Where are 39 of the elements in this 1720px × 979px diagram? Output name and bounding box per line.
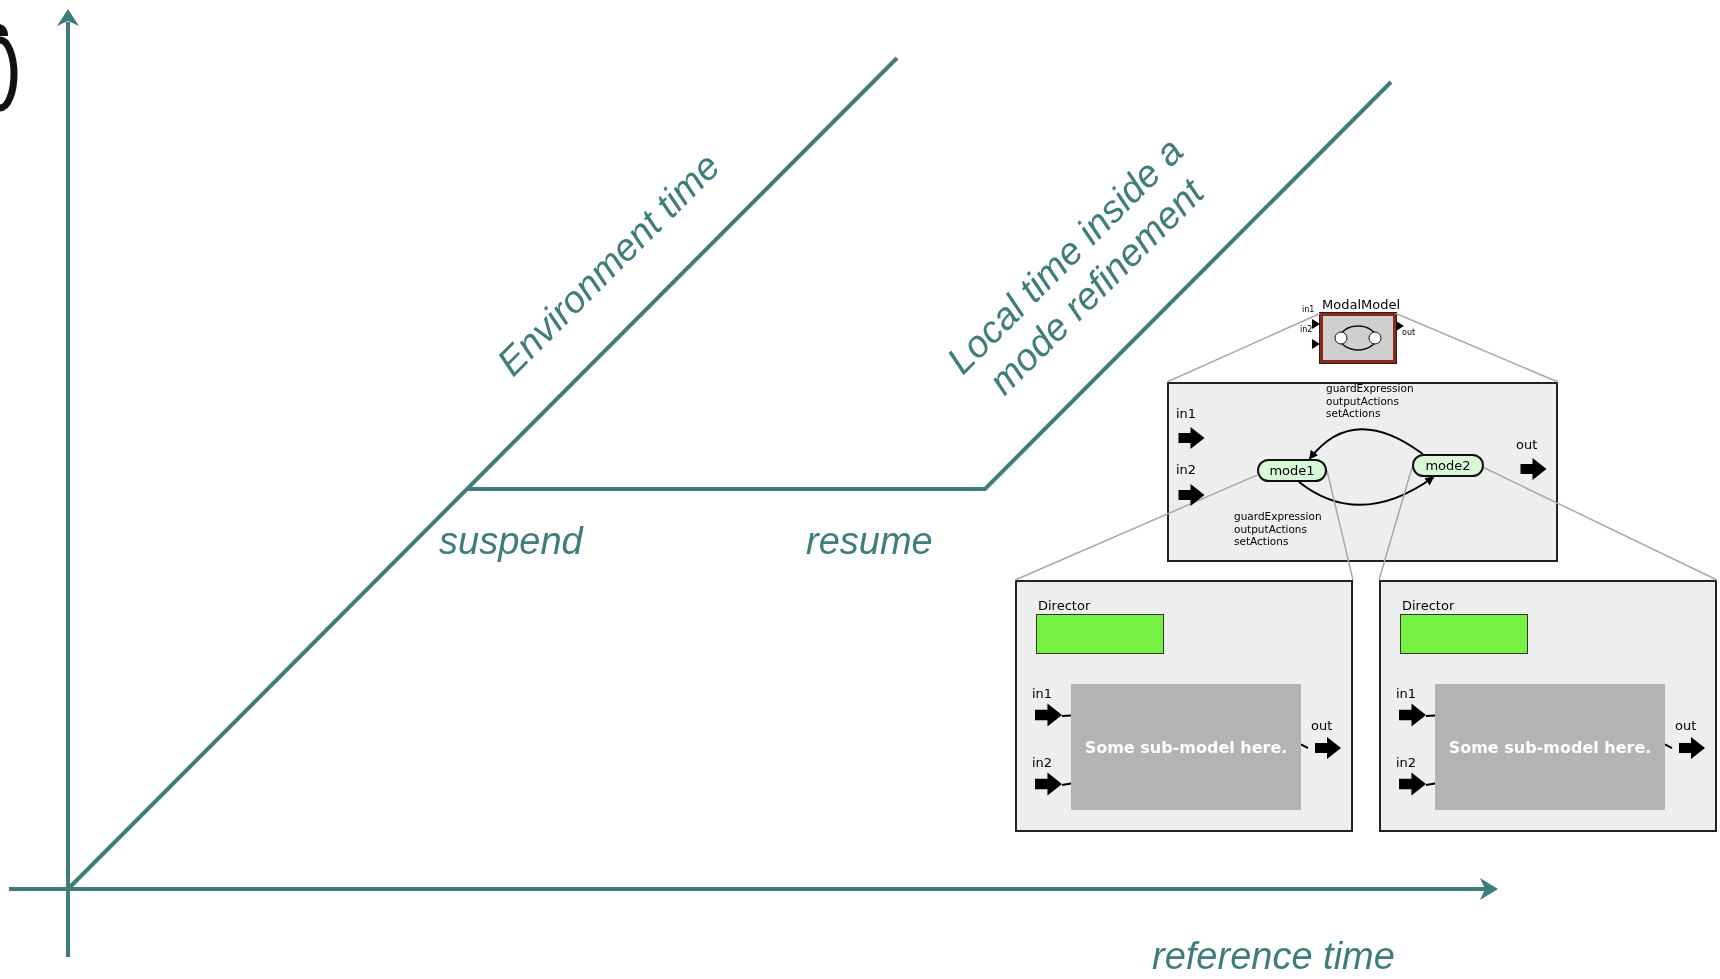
port-label: in2 xyxy=(1032,755,1053,770)
model-panel xyxy=(1379,580,1717,832)
port-label: in1 xyxy=(1302,305,1315,314)
edge-label: guardExpression outputActions setActions xyxy=(1326,382,1415,420)
zoom-line xyxy=(1395,312,1559,383)
zoom-line xyxy=(1166,312,1321,383)
block-title: Director xyxy=(1038,598,1091,613)
port-label: in1 xyxy=(1176,406,1197,421)
port-label: in2 xyxy=(1176,462,1197,477)
zoom-line xyxy=(1483,467,1718,581)
port-label: out xyxy=(1516,437,1538,452)
model-panel xyxy=(1015,580,1353,832)
block-title: Director xyxy=(1402,598,1455,613)
port-label: in2 xyxy=(1300,325,1313,334)
submodel-box: Some sub-model here. xyxy=(1071,684,1301,810)
port-connector xyxy=(1061,714,1072,717)
transition-arrow xyxy=(1308,428,1424,460)
port-label: out xyxy=(1675,718,1697,733)
port-label: out xyxy=(1311,718,1333,733)
state-bubble: mode1 xyxy=(1257,459,1327,482)
point-label: suspend xyxy=(439,520,583,564)
edge-label: guardExpression outputActions setActions xyxy=(1234,510,1323,548)
zoom-line xyxy=(1014,474,1258,581)
transition-arrow xyxy=(1298,476,1435,506)
zoom-line xyxy=(1378,467,1413,581)
axis-label: reference time xyxy=(1152,935,1395,979)
port-connector xyxy=(1425,782,1436,786)
point-label: resume xyxy=(806,520,933,564)
port-label: out xyxy=(1402,328,1416,337)
port-label: in1 xyxy=(1396,686,1417,701)
port-connector xyxy=(1425,714,1436,717)
port-connector xyxy=(1061,782,1072,786)
fsm-panel xyxy=(1167,382,1558,562)
port-label: in2 xyxy=(1396,755,1417,770)
submodel-box: Some sub-model here. xyxy=(1435,684,1665,810)
state-bubble: mode2 xyxy=(1412,454,1484,477)
block-title: ModalModel xyxy=(1322,297,1401,312)
port-label: in1 xyxy=(1032,686,1053,701)
zoom-line xyxy=(1326,469,1354,581)
